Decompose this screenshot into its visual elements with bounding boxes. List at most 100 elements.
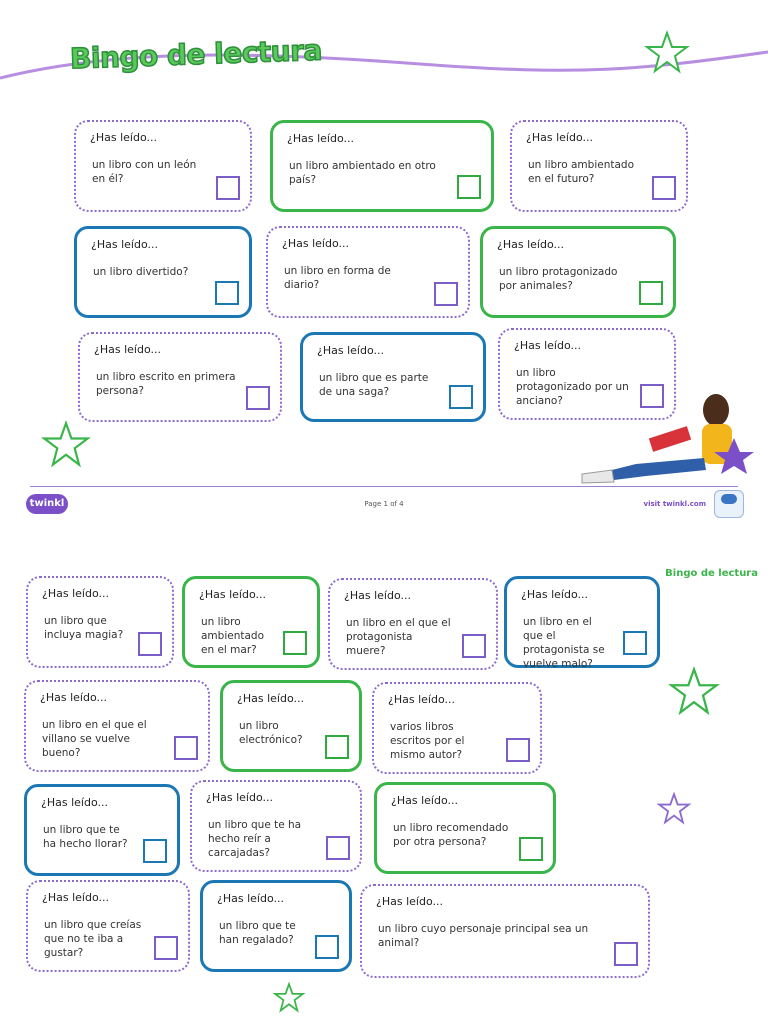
bingo-card: ¿Has leído... un libro en forma de diari… (266, 226, 470, 318)
card-text: un libro protagonizado por un anciano? (516, 367, 629, 407)
checkbox-square[interactable] (639, 281, 663, 305)
checkbox-square[interactable] (143, 839, 167, 863)
checkbox-square[interactable] (506, 738, 530, 762)
card-text: un libro que te han regalado? (219, 920, 296, 946)
star-icon (41, 420, 91, 468)
card-text: un libro en el que el protagonista muere… (346, 617, 451, 657)
card-heading: ¿Has leído... (41, 796, 108, 809)
child-reading-illustration (581, 394, 754, 484)
footer-divider (30, 486, 738, 487)
bingo-card: ¿Has leído... un libro recomendado por o… (374, 782, 556, 874)
bingo-card: ¿Has leído... un libro en el que el prot… (504, 576, 660, 670)
bingo-card: ¿Has leído... un libro protagonizado por… (498, 328, 676, 420)
checkbox-square[interactable] (519, 837, 543, 861)
checkbox-square[interactable] (174, 736, 198, 760)
card-text: un libro electrónico? (239, 720, 303, 746)
checkbox-square[interactable] (434, 282, 458, 306)
card-heading: ¿Has leído... (199, 588, 266, 601)
card-text: un libro ambientado en el mar? (201, 616, 264, 656)
bingo-card: ¿Has leído... un libro escrito en primer… (78, 332, 282, 422)
checkbox-square[interactable] (623, 631, 647, 655)
twinkl-logo: twinkl (26, 494, 68, 514)
bingo-card: ¿Has leído... un libro que te han regala… (200, 880, 352, 972)
bingo-card: ¿Has leído... un libro con un león en él… (74, 120, 252, 212)
checkbox-square[interactable] (216, 176, 240, 200)
card-text: un libro recomendado por otra persona? (393, 822, 509, 848)
card-text: un libro en el que el villano se vuelve … (42, 719, 147, 759)
bingo-card: ¿Has leído... un libro que incluya magia… (26, 576, 174, 668)
worksheet-page-1: Bingo de lectura ¿Has leído... un libro … (0, 30, 768, 518)
card-heading: ¿Has leído... (287, 132, 354, 145)
checkbox-square[interactable] (315, 935, 339, 959)
card-text: un libro escrito en primera persona? (96, 371, 236, 397)
star-icon (656, 792, 692, 825)
card-text: un libro en forma de diario? (284, 265, 391, 291)
star-icon (644, 30, 690, 74)
card-text: un libro en el que el protagonista se vu… (523, 616, 605, 670)
checkbox-square[interactable] (640, 384, 664, 408)
worksheet-page-2: Bingo de lectura ¿Has leído... un libro … (0, 560, 768, 1024)
card-heading: ¿Has leído... (237, 692, 304, 705)
bingo-card: ¿Has leído... un libro divertido? (74, 226, 252, 318)
card-heading: ¿Has leído... (90, 131, 157, 144)
card-heading: ¿Has leído... (91, 238, 158, 251)
card-text: un libro protagonizado por animales? (499, 266, 618, 292)
checkbox-square[interactable] (457, 175, 481, 199)
bingo-card: ¿Has leído... un libro ambientado en el … (182, 576, 320, 668)
card-text: un libro que te ha hecho reír a carcajad… (208, 819, 302, 859)
card-text: un libro que creías que no te iba a gust… (44, 919, 142, 959)
card-heading: ¿Has leído... (40, 691, 107, 704)
card-text: un libro ambientado en el futuro? (528, 159, 634, 185)
bingo-card: ¿Has leído... varios libros escritos por… (372, 682, 542, 774)
bingo-card: ¿Has leído... un libro protagonizado por… (480, 226, 676, 318)
checkbox-square[interactable] (462, 634, 486, 658)
card-text: un libro que te ha hecho llorar? (43, 824, 128, 850)
card-text: un libro con un león en él? (92, 159, 197, 185)
checkbox-square[interactable] (154, 936, 178, 960)
checkbox-square[interactable] (449, 385, 473, 409)
bingo-card: ¿Has leído... un libro electrónico? (220, 680, 362, 772)
corner-title: Bingo de lectura (665, 568, 758, 579)
checkbox-square[interactable] (325, 735, 349, 759)
bingo-card: ¿Has leído... un libro que te ha hecho l… (24, 784, 180, 876)
checkbox-square[interactable] (246, 386, 270, 410)
card-heading: ¿Has leído... (344, 589, 411, 602)
card-heading: ¿Has leído... (514, 339, 581, 352)
star-icon (668, 666, 720, 716)
bingo-card: ¿Has leído... un libro ambientado en otr… (270, 120, 494, 212)
card-heading: ¿Has leído... (388, 693, 455, 706)
card-text: un libro cuyo personaje principal sea un… (378, 923, 589, 949)
card-heading: ¿Has leído... (42, 891, 109, 904)
checkbox-square[interactable] (652, 176, 676, 200)
card-heading: ¿Has leído... (42, 587, 109, 600)
bingo-card: ¿Has leído... un libro que te ha hecho r… (190, 780, 362, 872)
card-heading: ¿Has leído... (94, 343, 161, 356)
card-heading: ¿Has leído... (282, 237, 349, 250)
card-text: varios libros escritos por el mismo auto… (390, 721, 465, 761)
checkbox-square[interactable] (215, 281, 239, 305)
bingo-card: ¿Has leído... un libro en el que el prot… (328, 578, 498, 670)
card-heading: ¿Has leído... (526, 131, 593, 144)
page-number: Page 1 of 4 (364, 500, 404, 508)
bingo-card: ¿Has leído... un libro ambientado en el … (510, 120, 688, 212)
checkbox-square[interactable] (326, 836, 350, 860)
bingo-card: ¿Has leído... un libro que es parte de u… (300, 332, 486, 422)
website-link[interactable]: visit twinkl.com (643, 500, 706, 508)
checkbox-square[interactable] (283, 631, 307, 655)
card-text: un libro que es parte de una saga? (319, 372, 429, 398)
card-heading: ¿Has leído... (497, 238, 564, 251)
checkbox-square[interactable] (614, 942, 638, 966)
card-heading: ¿Has leído... (521, 588, 588, 601)
card-heading: ¿Has leído... (217, 892, 284, 905)
card-heading: ¿Has leído... (391, 794, 458, 807)
bingo-card: ¿Has leído... un libro en el que el vill… (24, 680, 210, 772)
card-heading: ¿Has leído... (206, 791, 273, 804)
card-text: un libro ambientado en otro país? (289, 160, 436, 186)
card-text: un libro que incluya magia? (44, 615, 124, 641)
star-icon (272, 982, 306, 1013)
checkbox-square[interactable] (138, 632, 162, 656)
card-heading: ¿Has leído... (317, 344, 384, 357)
bingo-card: ¿Has leído... un libro cuyo personaje pr… (360, 884, 650, 978)
page-gap (0, 520, 768, 560)
bingo-card: ¿Has leído... un libro que creías que no… (26, 880, 190, 972)
